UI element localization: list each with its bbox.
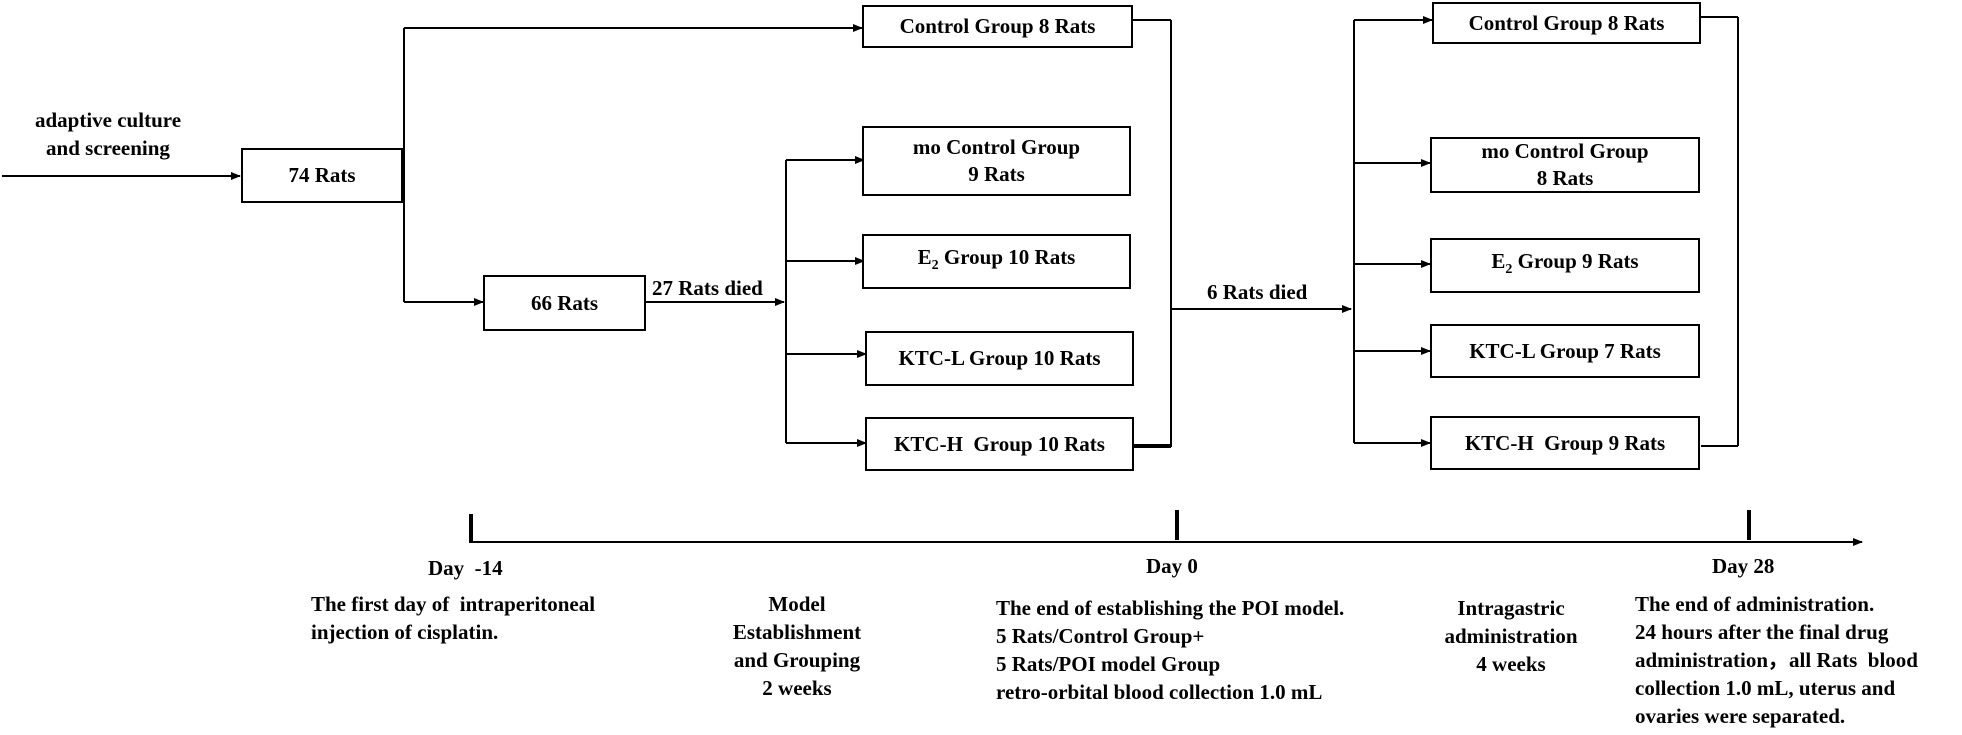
note-first-day-line: The first day of intraperitoneal (311, 592, 596, 616)
note-end-model-line: The end of establishing the POI model. (996, 596, 1345, 620)
box-e2-group-1: E2 Group 10 Rats (862, 234, 1131, 289)
e2-prefix: E (1491, 248, 1506, 273)
box-control-group-2-label: Control Group 8 Rats (1468, 10, 1665, 35)
note-end-admin-line: The end of administration. (1635, 592, 1875, 616)
note-end-admin-line: 24 hours after the final drug (1635, 620, 1889, 644)
intro-label: adaptive culture and screening (28, 106, 188, 162)
note-end-administration: The end of administration. 24 hours afte… (1635, 590, 1918, 730)
box-ktc-h-group-1: KTC-H Group 10 Rats (865, 417, 1134, 471)
box-mo-control-group-2-line1: mo Control Group (1481, 139, 1649, 163)
box-e2-group-2-label: E2 Group 9 Rats (1491, 248, 1638, 283)
box-ktc-l-group-2: KTC-L Group 7 Rats (1430, 324, 1700, 378)
label-6-rats-died: 6 Rats died (1207, 280, 1308, 304)
note-model-line: 2 weeks (762, 676, 832, 700)
box-66-rats-label: 66 Rats (530, 290, 599, 315)
e2-prefix: E (917, 244, 932, 269)
note-first-day: The first day of intraperitoneal injecti… (311, 590, 595, 646)
label-27-rats-died: 27 Rats died (652, 276, 763, 300)
note-intragastric-line: 4 weeks (1476, 652, 1546, 676)
box-mo-control-group-1-line2: 9 Rats (968, 162, 1025, 186)
box-e2-group-2: E2 Group 9 Rats (1430, 238, 1700, 293)
box-74-rats: 74 Rats (241, 148, 403, 203)
day-minus14-label: Day -14 (428, 556, 503, 580)
box-control-group-2: Control Group 8 Rats (1432, 2, 1701, 44)
note-model-line: and Grouping (733, 648, 861, 672)
box-mo-control-group-2-line2: 8 Rats (1536, 166, 1594, 190)
intro-line-1: adaptive culture (34, 108, 182, 132)
box-control-group-1: Control Group 8 Rats (862, 5, 1133, 48)
box-ktc-h-group-2-label: KTC-H Group 9 Rats (1464, 430, 1666, 455)
box-ktc-h-group-2: KTC-H Group 9 Rats (1430, 416, 1700, 470)
note-model-line: Model (768, 592, 826, 616)
box-e2-group-1-label: E2 Group 10 Rats (918, 244, 1076, 279)
box-control-group-1-label: Control Group 8 Rats (899, 14, 1096, 38)
note-end-admin-line: administration，all Rats blood (1635, 648, 1918, 672)
note-end-model-line: 5 Rats/Control Group+ (996, 624, 1205, 648)
box-ktc-l-group-1-label: KTC-L Group 10 Rats (898, 346, 1101, 370)
e2-suffix: Group 9 Rats (1512, 248, 1639, 273)
note-model-establishment: Model Establishment and Grouping 2 weeks (712, 590, 882, 702)
note-end-model: The end of establishing the POI model. 5… (996, 594, 1344, 706)
box-ktc-l-group-1: KTC-L Group 10 Rats (865, 331, 1134, 386)
note-model-line: Establishment (732, 620, 862, 644)
box-ktc-l-group-2-label: KTC-L Group 7 Rats (1469, 338, 1661, 363)
box-mo-control-group-2: mo Control Group 8 Rats (1430, 137, 1700, 193)
box-ktc-h-group-1-label: KTC-H Group 10 Rats (894, 431, 1105, 456)
day-28-label: Day 28 (1712, 554, 1775, 578)
note-end-model-line: retro-orbital blood collection 1.0 mL (996, 680, 1323, 704)
e2-subscript: 2 (1505, 262, 1513, 278)
e2-suffix: Group 10 Rats (938, 244, 1076, 269)
e2-subscript: 2 (931, 258, 939, 274)
note-first-day-line: injection of cisplatin. (311, 620, 499, 644)
box-mo-control-group-1: mo Control Group 9 Rats (862, 126, 1131, 196)
box-66-rats: 66 Rats (483, 275, 646, 331)
note-intragastric-line: administration (1444, 624, 1578, 648)
box-mo-control-group-1-line1: mo Control Group (912, 135, 1081, 159)
note-intragastric-line: Intragastric (1457, 596, 1565, 620)
note-end-admin-line: ovaries were separated. (1635, 704, 1846, 728)
day-0-label: Day 0 (1146, 554, 1198, 578)
intro-line-2: and screening (46, 136, 170, 160)
note-end-admin-line: collection 1.0 mL, uterus and (1635, 676, 1896, 700)
box-74-rats-label: 74 Rats (288, 163, 356, 187)
note-intragastric: Intragastric administration 4 weeks (1426, 594, 1596, 678)
note-end-model-line: 5 Rats/POI model Group (996, 652, 1221, 676)
